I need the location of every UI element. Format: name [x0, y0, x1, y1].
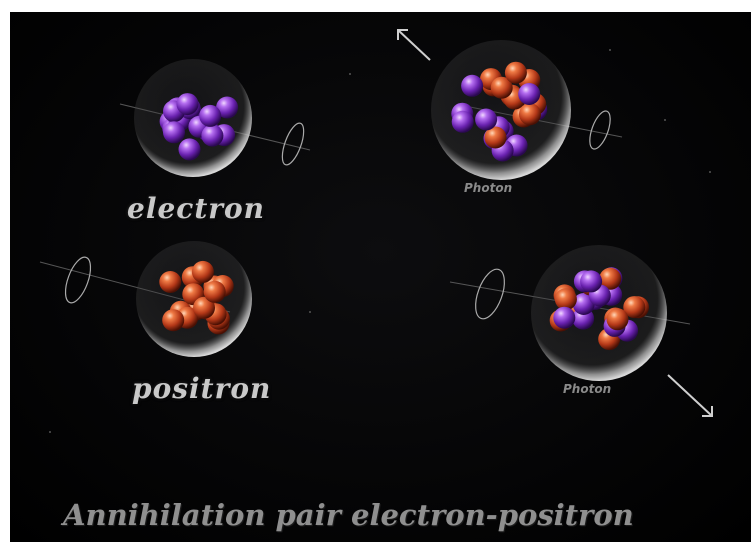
photon-particle-1: [397, 29, 623, 180]
spin-orbit-icon: [589, 110, 611, 150]
electron-label: electron: [127, 192, 266, 225]
electron-particle: [119, 59, 311, 177]
photon-ball: [553, 306, 576, 329]
positron-ball: [162, 309, 185, 332]
photon-ball: [572, 293, 595, 315]
photon-ball: [518, 83, 541, 105]
photon-ball: [599, 267, 622, 290]
photon-ball: [606, 308, 629, 331]
photon-ball: [504, 61, 527, 84]
electron-ball: [176, 93, 199, 116]
spin-orbit-icon: [281, 122, 305, 166]
positron-ball: [193, 296, 215, 319]
electron-ball: [199, 104, 222, 127]
electron-ball: [216, 96, 239, 119]
photon-ball: [484, 126, 507, 149]
photon-ball: [490, 76, 513, 99]
photon-label-2: Photon: [563, 382, 612, 396]
spin-orbit-icon: [475, 268, 505, 320]
diagram-scene: [39, 29, 713, 433]
photon-label-1: Photon: [464, 181, 513, 195]
annihilation-diagram: electron positron Photon Photon Annihila…: [10, 12, 751, 542]
electron-ball: [163, 121, 185, 144]
photon-ball: [580, 270, 603, 293]
photon-ball: [475, 108, 498, 131]
electron-ball: [178, 138, 201, 161]
positron-particle: [39, 241, 252, 357]
spin-orbit-icon: [64, 256, 92, 304]
positron-ball: [203, 280, 226, 303]
positron-ball: [191, 260, 214, 283]
photon-ball: [623, 296, 646, 319]
positron-label: positron: [132, 372, 272, 405]
arrow-up-left-icon: [397, 29, 431, 61]
photon-ball: [461, 74, 484, 97]
positron-ball: [159, 271, 182, 293]
photon-ball: [451, 110, 474, 133]
arrow-down-right-icon: [667, 374, 713, 417]
background-sparkles: [49, 49, 711, 433]
photon-ball: [554, 288, 577, 311]
photon-ball: [519, 103, 541, 126]
diagram-caption: Annihilation pair electron-positron: [63, 498, 634, 532]
electron-ball: [201, 124, 224, 147]
photon-particle-2: [449, 245, 713, 417]
